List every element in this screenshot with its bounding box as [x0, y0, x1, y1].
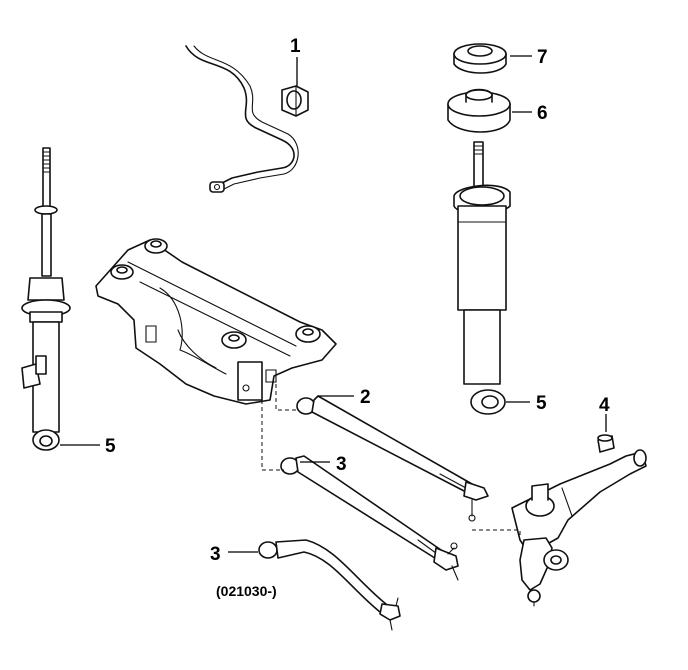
callout-3-upper: 3 [336, 454, 347, 475]
upper-link [296, 395, 489, 522]
stabilizer-bushing [281, 85, 309, 117]
assembly-lines [261, 384, 521, 538]
callout-5-right: 5 [536, 393, 547, 414]
rear-subframe [95, 238, 337, 405]
shock-absorber-right [453, 141, 511, 415]
leader-lines [60, 55, 607, 553]
lower-link-variant [258, 539, 401, 631]
stabilizer-bar [185, 45, 299, 193]
callout-1: 1 [290, 36, 301, 57]
callout-6: 6 [537, 103, 548, 124]
callout-5-left: 5 [105, 436, 116, 457]
arm-bushing [597, 434, 615, 453]
callout-7: 7 [537, 47, 548, 68]
callout-2: 2 [360, 387, 371, 408]
shock-cap [453, 43, 507, 74]
callout-labels: 1 7 6 2 5 4 5 3 3 (021030-) [105, 36, 610, 599]
trailing-arm [511, 449, 647, 607]
date-code-note: (021030-) [216, 583, 277, 599]
callout-4: 4 [599, 395, 610, 416]
callout-3-lower: 3 [210, 544, 221, 565]
lower-link [280, 455, 459, 581]
shock-absorber-left [21, 147, 71, 451]
shock-upper-mount [447, 88, 511, 133]
